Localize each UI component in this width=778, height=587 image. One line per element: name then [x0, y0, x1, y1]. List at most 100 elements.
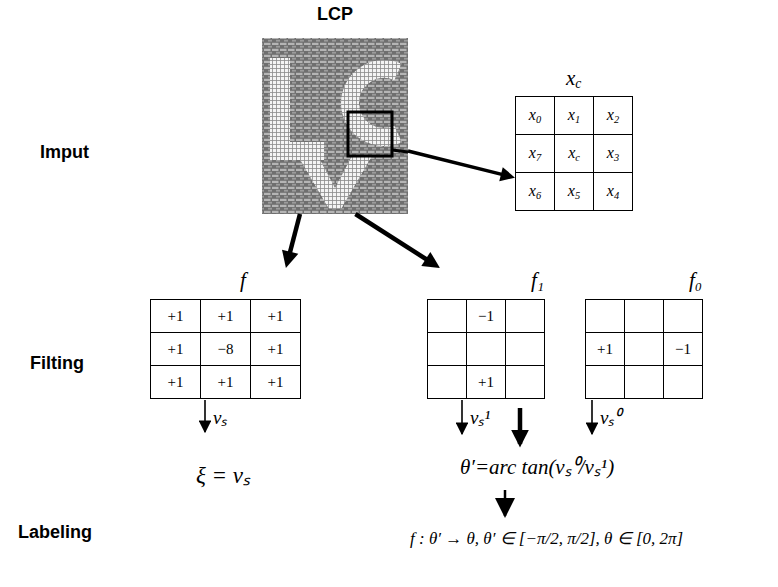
matrix-cell: +1 — [150, 299, 201, 333]
subscript: c — [575, 76, 581, 91]
cell-value: +1 — [168, 341, 184, 358]
matrix-cell: xc — [554, 134, 594, 173]
cell-value: −1 — [478, 308, 494, 325]
matrix-cell — [663, 299, 703, 333]
subscript: 6 — [536, 190, 541, 201]
arrow-shaft — [408, 151, 504, 175]
formula: f : θ′ → θ, θ′ ∈ [−π/2, π/2], θ ∈ [0, 2π… — [410, 528, 683, 549]
letter-l-shape — [270, 58, 324, 160]
subscript: 5 — [575, 190, 580, 201]
matrix-cell — [624, 299, 664, 333]
arrow-shaft — [289, 214, 300, 255]
cell-value: x0 — [529, 106, 541, 125]
subscript: 3 — [614, 152, 619, 163]
cell-value: +1 — [478, 374, 494, 391]
output-arrow — [461, 400, 463, 434]
matrix-cell — [624, 365, 664, 399]
matrix-name: f — [240, 268, 246, 293]
matrix-cell: +1 — [250, 332, 301, 366]
matrix-box: f +1 +1 +1 +1 −8 +1 +1 +1 +1 — [150, 268, 301, 399]
matrix-name: f₀ — [689, 268, 702, 293]
matrix-cell: x0 — [515, 96, 555, 135]
subscript: 1 — [575, 114, 580, 125]
matrix-cell — [624, 332, 664, 366]
matrix-cell: −8 — [200, 332, 251, 366]
row-label: Imput — [40, 142, 89, 163]
matrix-cell: −1 — [663, 332, 703, 366]
subscript: 0 — [536, 114, 541, 125]
matrix-box: f₀ +1 −1 — [585, 268, 703, 399]
matrix-cell — [427, 332, 467, 366]
image-title: LCP — [317, 4, 353, 25]
formula: ξ = vₛ — [196, 458, 250, 490]
cell-value: +1 — [268, 341, 284, 358]
subscript: 4 — [614, 190, 619, 201]
cell-value: +1 — [597, 341, 613, 358]
subscript: 2 — [614, 114, 619, 125]
matrix-cell: +1 — [585, 332, 625, 366]
matrix-cell: +1 — [150, 332, 201, 366]
arrow-head — [282, 250, 298, 268]
cell-value: +1 — [268, 308, 284, 325]
matrix-cell: x1 — [554, 96, 594, 135]
pointer-line — [392, 150, 408, 152]
image-panel: LCP — [262, 4, 408, 214]
combine-arrow — [518, 408, 523, 444]
matrix-cell — [466, 332, 506, 366]
matrix-cell: −1 — [466, 299, 506, 333]
cell-value: −8 — [218, 341, 234, 358]
matrix-name: xc — [566, 66, 581, 92]
matrix-cell — [663, 365, 703, 399]
output-arrow — [204, 400, 206, 432]
cell-value: x7 — [529, 144, 541, 163]
matrix-cell — [427, 299, 467, 333]
matrix-name: f₁ — [531, 268, 544, 293]
arrow-shaft — [355, 214, 428, 261]
matrix-cell — [505, 299, 545, 333]
matrix-cell: +1 — [200, 299, 251, 333]
flow-arrow — [408, 151, 515, 181]
mapping-arrow — [504, 490, 507, 516]
arrow-head — [499, 167, 515, 181]
cell-value: x2 — [607, 106, 619, 125]
cell-value: x3 — [607, 144, 619, 163]
signal-name: vₛ¹ — [470, 404, 490, 430]
row-label: Filting — [30, 353, 84, 374]
cell-value: +1 — [218, 374, 234, 391]
signal-name: vₛ⁰ — [600, 404, 621, 430]
matrix-cell — [427, 365, 467, 399]
matrix-box: f₁ −1 +1 — [427, 268, 545, 399]
cell-value: +1 — [268, 374, 284, 391]
output-arrow — [591, 400, 593, 434]
matrix-cell — [585, 299, 625, 333]
cell-value: −1 — [675, 341, 691, 358]
cell-value: x5 — [568, 182, 580, 201]
cell-value: +1 — [218, 308, 234, 325]
matrix-cell: +1 — [466, 365, 506, 399]
cell-value: xc — [568, 144, 580, 163]
formula: θ′=arc tan(vₛ⁰/vₛ¹) — [460, 452, 614, 480]
subscript: 7 — [536, 152, 541, 163]
matrix-cell: +1 — [250, 299, 301, 333]
matrix-cell — [505, 365, 545, 399]
matrix-cell: +1 — [200, 365, 251, 399]
subscript: c — [575, 152, 580, 163]
cell-value: x6 — [529, 182, 541, 201]
window-square — [348, 112, 392, 156]
flow-arrow — [282, 214, 300, 268]
row-label: Labeling — [18, 522, 92, 543]
cell-value: x1 — [568, 106, 580, 125]
texture-image — [262, 38, 408, 214]
matrix-cell: +1 — [250, 365, 301, 399]
letter-v-shape — [298, 156, 372, 209]
matrix-cell: x7 — [515, 134, 555, 173]
cell-value: +1 — [168, 374, 184, 391]
matrix-cell — [505, 332, 545, 366]
matrix-cell — [585, 365, 625, 399]
matrix-cell: x2 — [593, 96, 633, 135]
matrix-cell: +1 — [150, 365, 201, 399]
cell-value: +1 — [168, 308, 184, 325]
